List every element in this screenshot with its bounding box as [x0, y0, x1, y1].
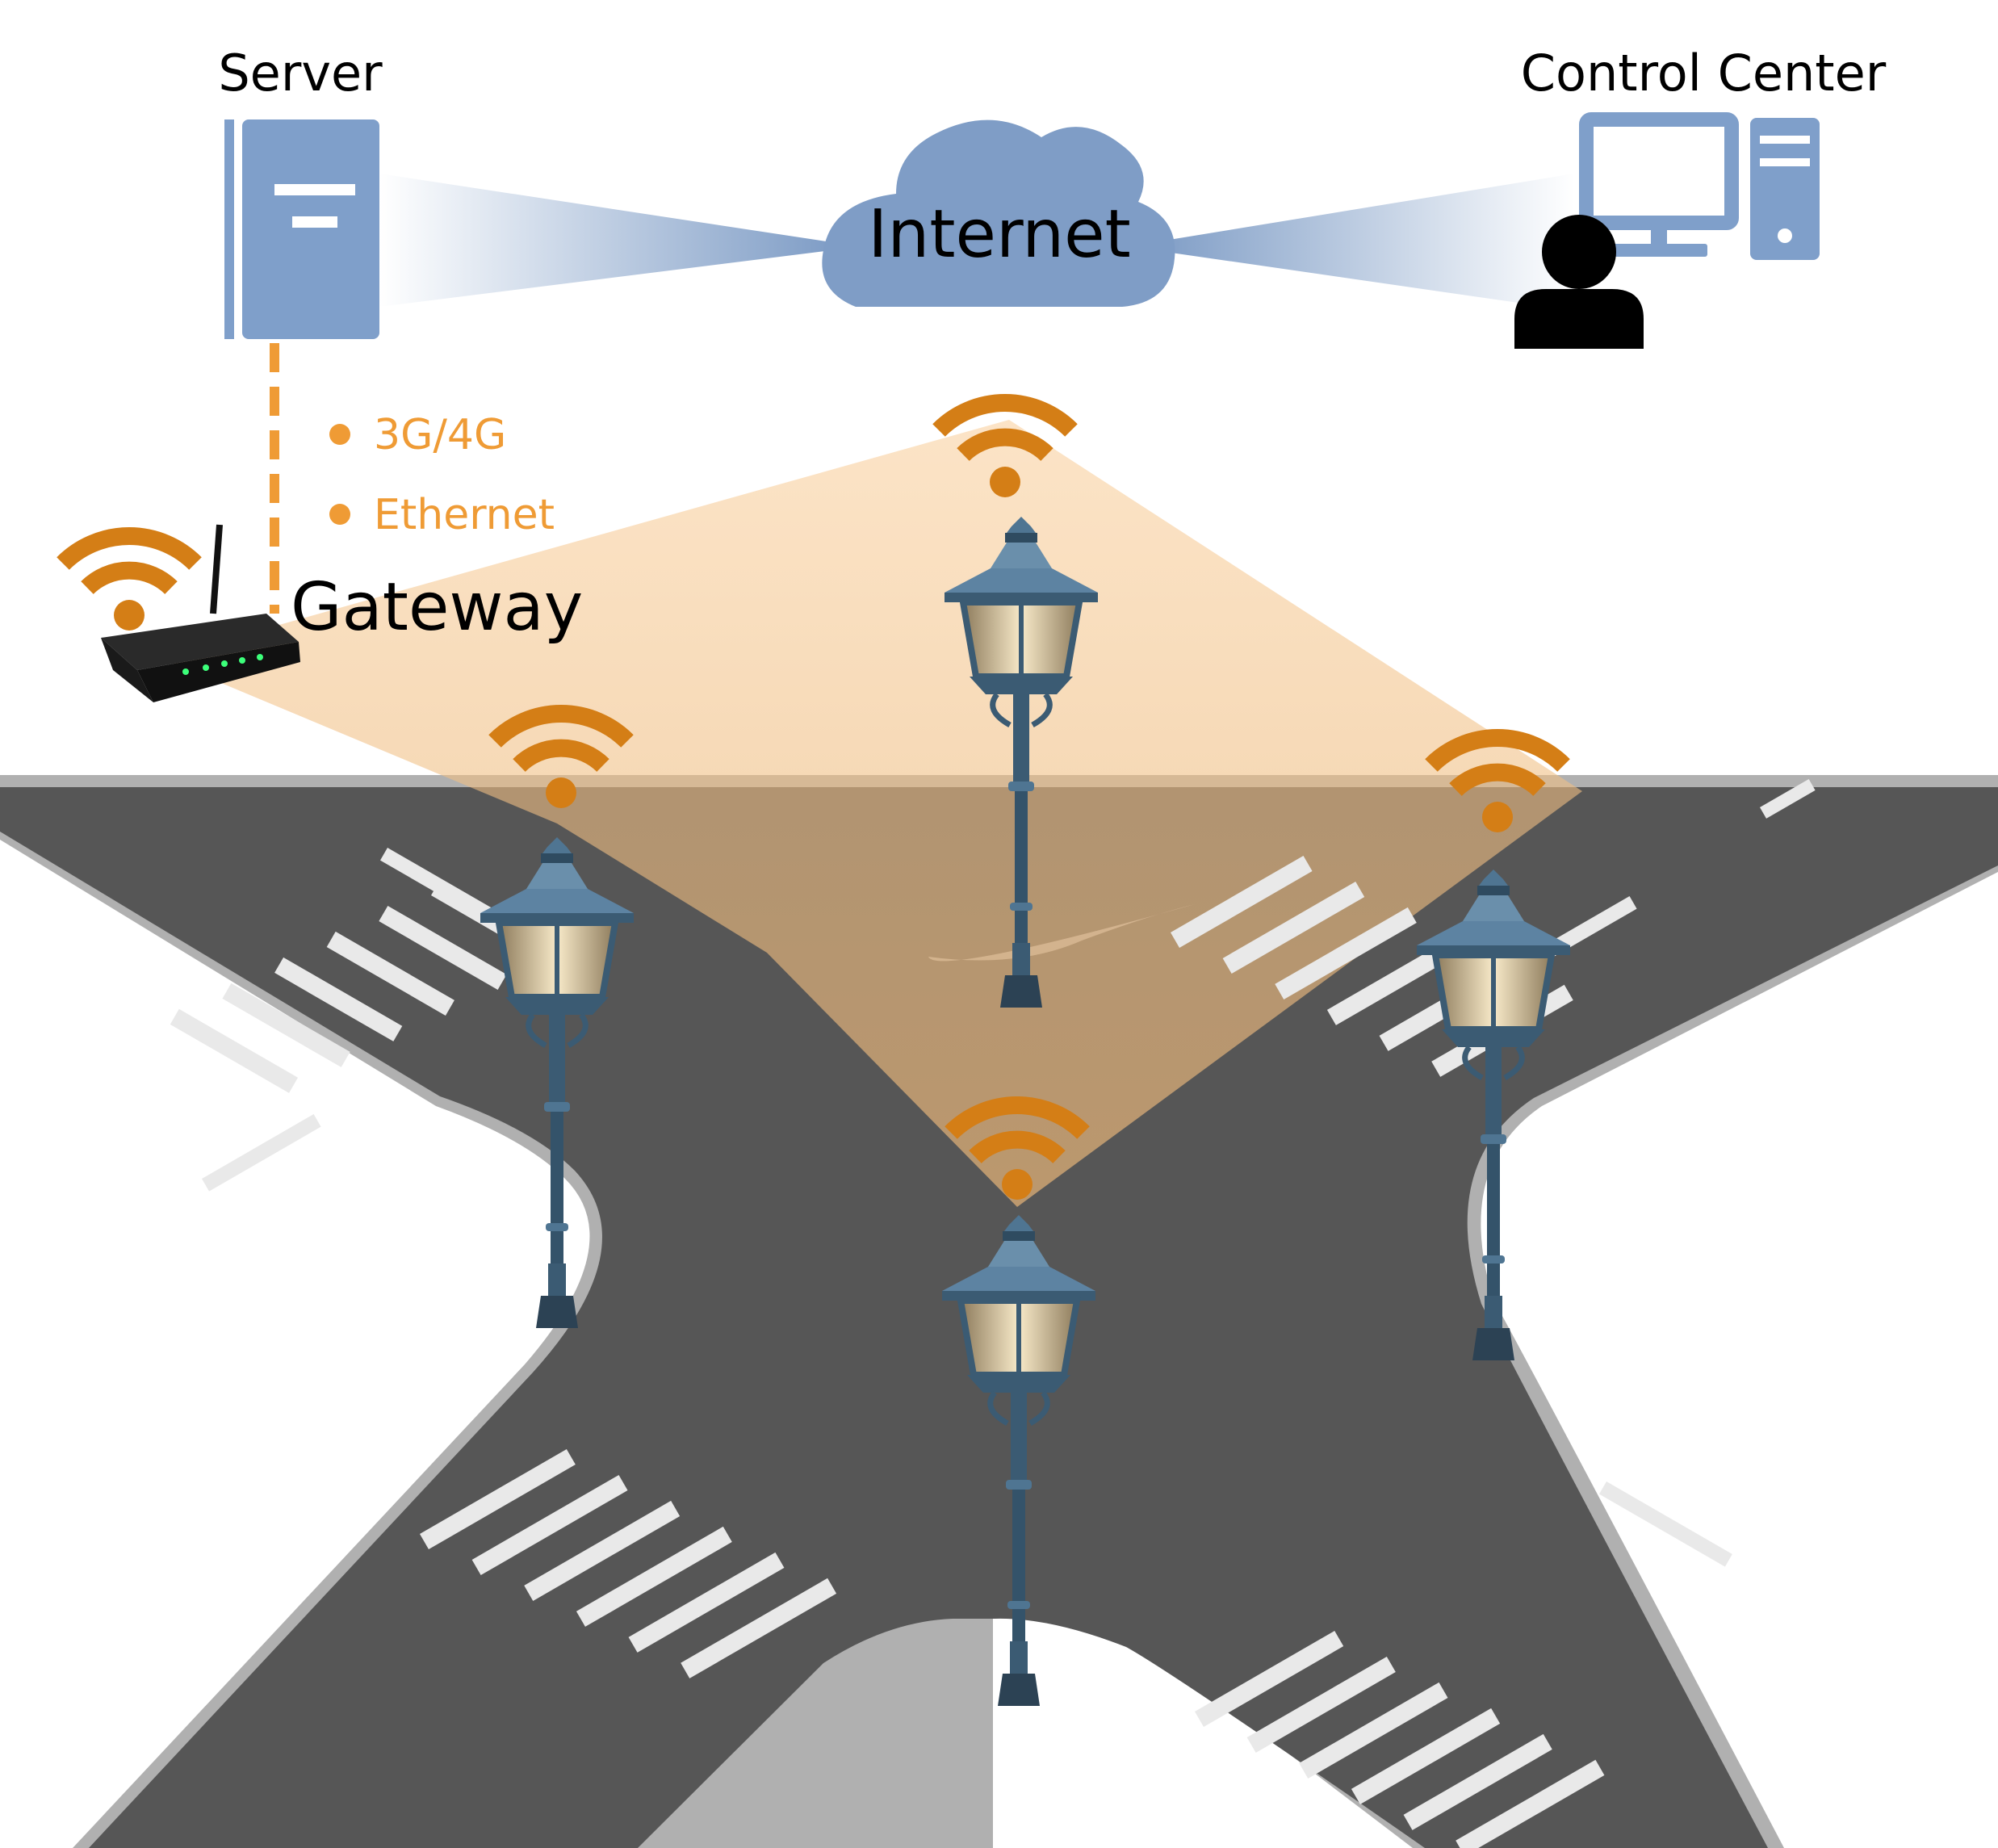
server-internet-link [379, 174, 831, 307]
coverage-area [161, 420, 1582, 1207]
legend-bullet [329, 504, 350, 525]
server-icon [224, 119, 379, 339]
desktop-computer-icon [1579, 112, 1820, 260]
cloud-icon: Internet [822, 119, 1175, 307]
router-icon [101, 524, 300, 702]
internet-control-link [1154, 174, 1574, 311]
legend-bullet [329, 424, 350, 445]
control-center-label: Control Center [1521, 44, 1887, 103]
legend-ethernet: Ethernet [374, 491, 555, 539]
internet-label: Internet [868, 196, 1131, 273]
wifi-icon [63, 536, 195, 631]
server-label: Server [218, 44, 383, 103]
gateway-label: Gateway [291, 569, 583, 646]
user-icon [1514, 215, 1644, 349]
connection-legend: 3G/4G Ethernet [329, 411, 555, 539]
legend-3g4g: 3G/4G [374, 411, 506, 459]
